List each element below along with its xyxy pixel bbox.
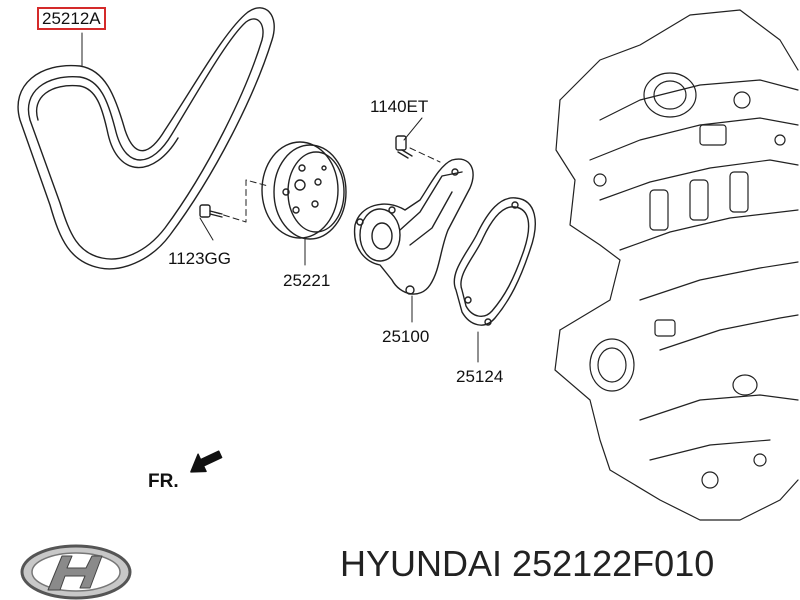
pump-drawing	[353, 158, 474, 295]
part-number: 252122F010	[512, 543, 715, 584]
bolt-top-drawing	[395, 135, 413, 159]
bolt-left-drawing	[199, 204, 223, 218]
pulley-drawing	[261, 141, 347, 240]
part-label-pulley: 25221	[283, 271, 331, 290]
part-label-pump: 25100	[382, 327, 430, 346]
direction-label: FR.	[148, 471, 179, 492]
brand-name: HYUNDAI	[340, 543, 503, 584]
front-arrow-icon	[190, 450, 223, 473]
footer-caption: HYUNDAI 252122F010	[340, 546, 714, 582]
leader-lines	[81, 32, 479, 363]
part-label-belt: 25212A	[37, 7, 106, 30]
hyundai-logo-icon	[20, 544, 132, 600]
part-label-gasket: 25124	[456, 367, 504, 386]
part-label-bolt-top: 1140ET	[370, 97, 429, 116]
engine-block-drawing	[554, 9, 799, 521]
gasket-drawing	[453, 197, 536, 326]
part-label-bolt-left: 1123GG	[168, 249, 232, 268]
belt-drawing	[17, 7, 275, 270]
